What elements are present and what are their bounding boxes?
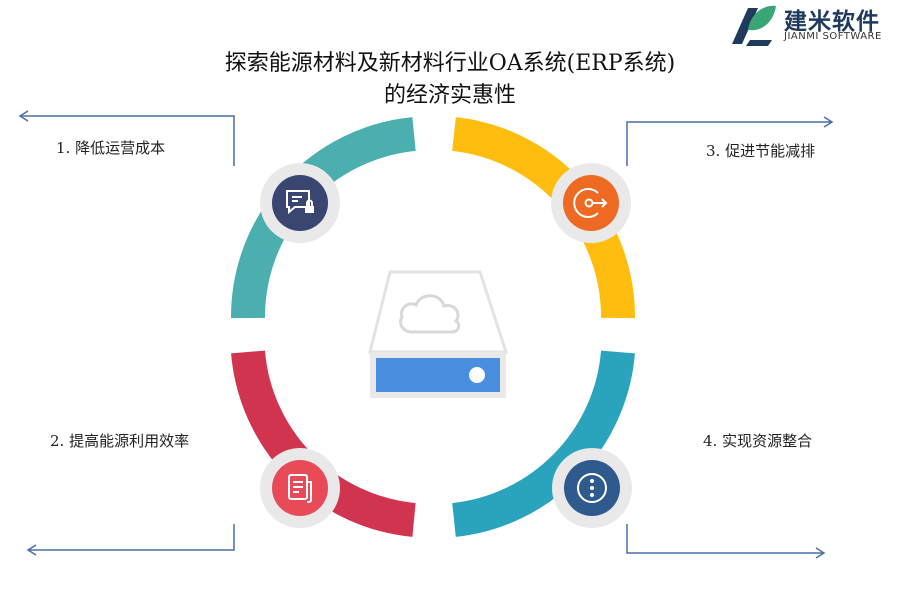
logo-name: 建米软件	[784, 9, 880, 35]
arrow-2	[26, 524, 235, 556]
icon-disc-2	[260, 448, 340, 528]
arrow-4	[626, 524, 826, 559]
logo-subtitle: JIANMI SOFTWARE	[784, 31, 882, 42]
icon-disc-4	[552, 448, 632, 528]
arrow-1	[18, 110, 235, 166]
item-label-1: 1. 降低运营成本	[56, 139, 166, 157]
key-exit-icon	[573, 188, 608, 218]
item-label-2: 2. 提高能源利用效率	[50, 432, 190, 450]
title-line-2: 的经济实惠性	[383, 83, 516, 108]
document-icon	[288, 474, 312, 503]
icon-disc-3	[551, 163, 631, 243]
icon-disc-1	[260, 163, 340, 243]
more-dots-icon	[577, 473, 607, 503]
item-label-3: 3. 促进节能减排	[706, 142, 816, 160]
cloud-server-icon	[368, 270, 509, 398]
chat-lock-icon	[286, 190, 314, 215]
arrow-3	[626, 116, 834, 166]
brand-logo: 建米软件 JIANMI SOFTWARE	[728, 0, 900, 48]
page-title: 探索能源材料及新材料行业OA系统(ERP系统) 的经济实惠性	[130, 48, 770, 112]
title-line-1: 探索能源材料及新材料行业OA系统(ERP系统)	[224, 51, 676, 76]
jianmi-logo-icon	[732, 5, 776, 46]
item-label-4: 4. 实现资源整合	[703, 432, 813, 450]
